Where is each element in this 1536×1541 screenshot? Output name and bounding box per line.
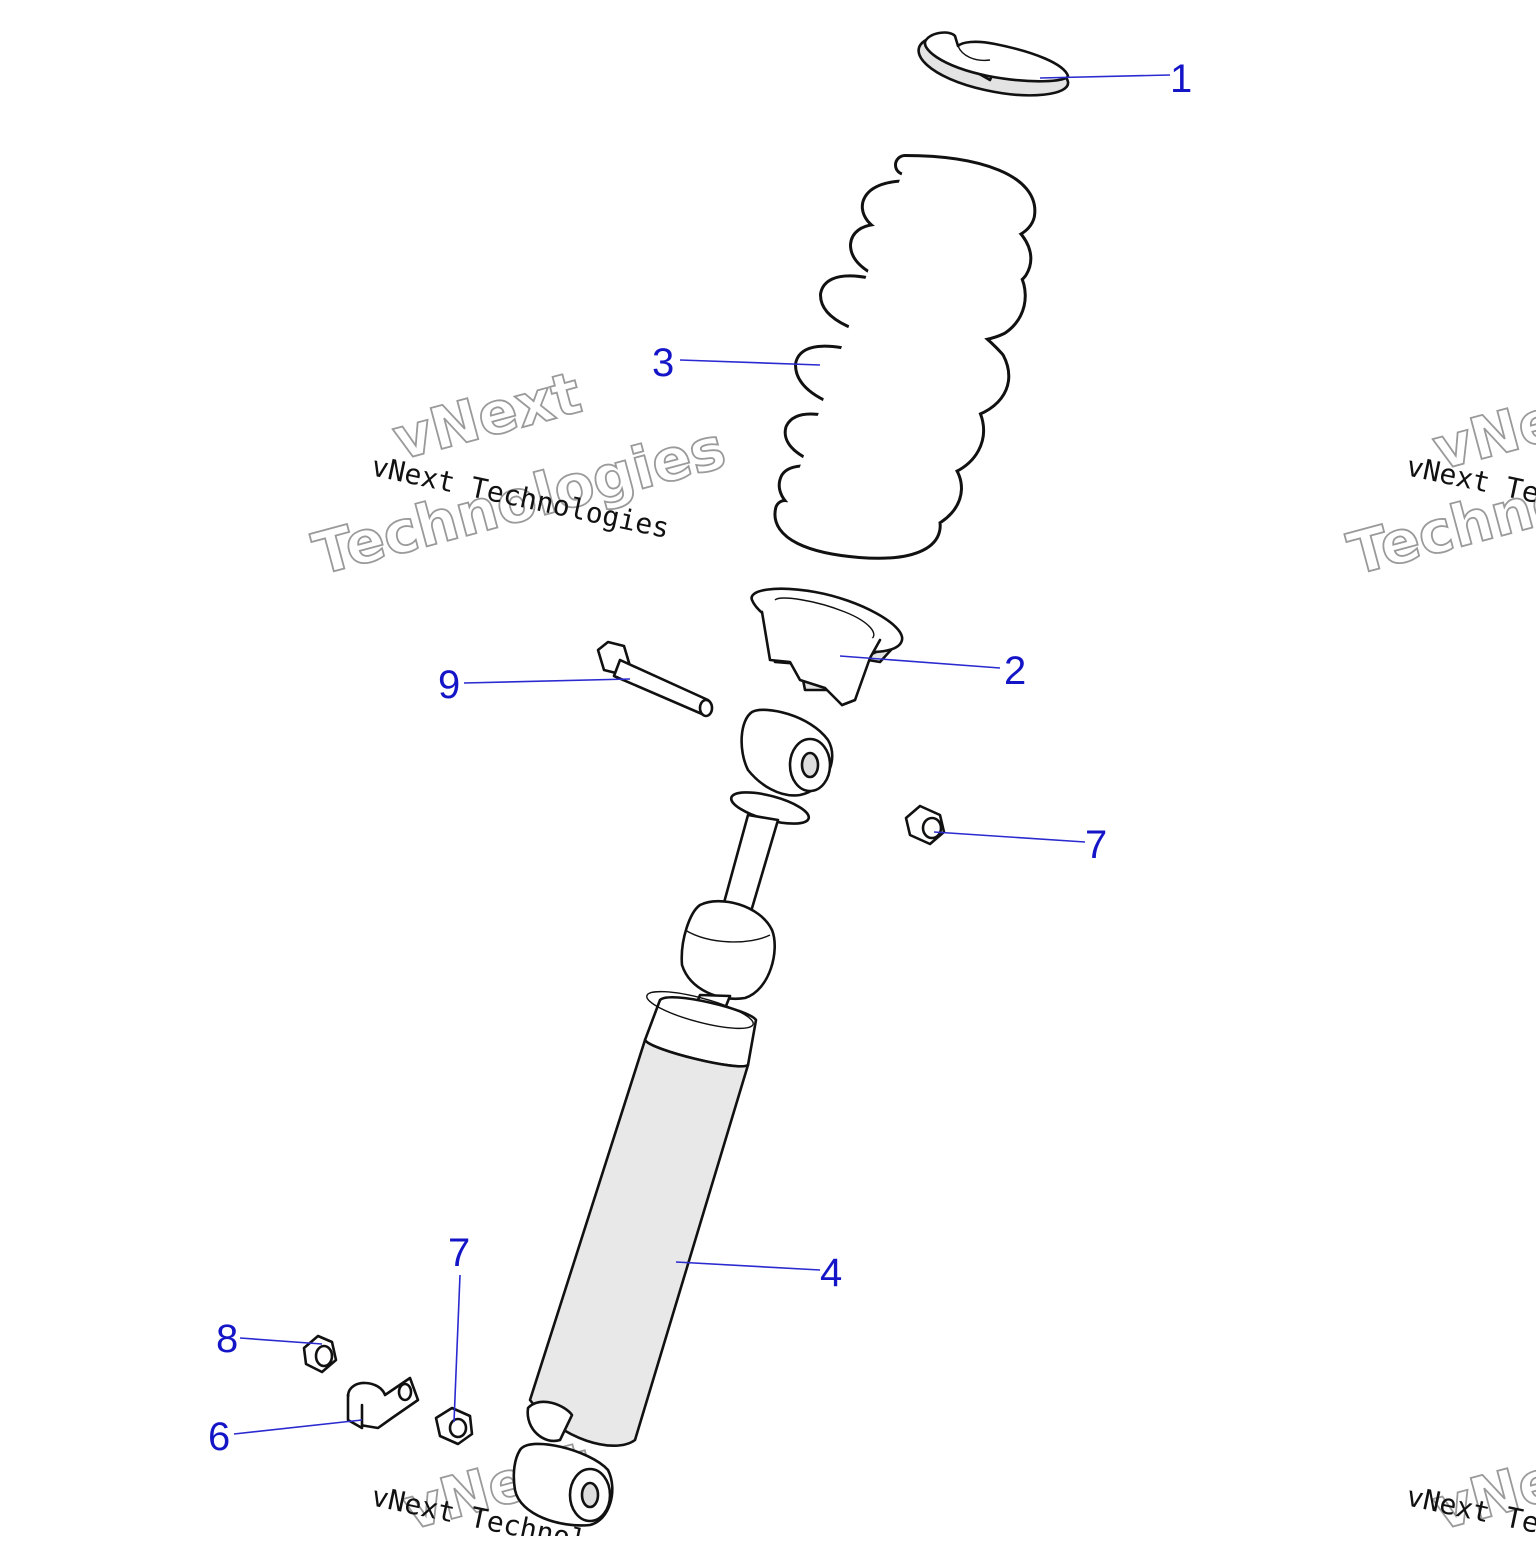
part-8-nut xyxy=(302,1334,338,1374)
leader-6 xyxy=(233,1419,363,1435)
callout-9: 9 xyxy=(438,663,460,707)
leader-4 xyxy=(675,1261,821,1271)
part-1-spring-retainer xyxy=(917,31,1070,97)
callout-8: 8 xyxy=(216,1317,238,1361)
callout-6: 6 xyxy=(208,1415,230,1459)
part-4-shock-absorber xyxy=(512,708,834,1527)
callout-4: 4 xyxy=(820,1251,842,1295)
part-7-nut-lower xyxy=(434,1406,474,1446)
leader-7-lower xyxy=(453,1274,461,1423)
callout-7-upper: 7 xyxy=(1085,823,1107,867)
part-9-bolt xyxy=(596,640,714,718)
watermark-top-left: vNext Technologies vNext Technologies xyxy=(305,358,733,590)
leader-9 xyxy=(463,678,631,684)
leader-3 xyxy=(679,359,821,366)
callout-7-lower: 7 xyxy=(448,1231,470,1275)
part-2-spring-seat xyxy=(750,587,904,707)
leader-7-upper xyxy=(933,831,1086,843)
leader-lines xyxy=(233,74,1171,1435)
watermark-top-right: vNext Technologies vNext Te xyxy=(1340,368,1536,590)
callout-1: 1 xyxy=(1170,57,1192,101)
part-7-nut-upper xyxy=(904,804,946,846)
leader-1 xyxy=(1039,74,1171,79)
watermark-bottom-right: vNext vNext Te xyxy=(1404,1428,1536,1541)
leader-2 xyxy=(839,655,1001,669)
part-3-coil-spring xyxy=(773,154,1037,560)
callout-numbers: 1 3 2 9 7 4 7 8 6 xyxy=(208,57,1192,1459)
leader-8 xyxy=(239,1337,323,1345)
callout-2: 2 xyxy=(1004,649,1026,693)
callout-3: 3 xyxy=(652,341,674,385)
